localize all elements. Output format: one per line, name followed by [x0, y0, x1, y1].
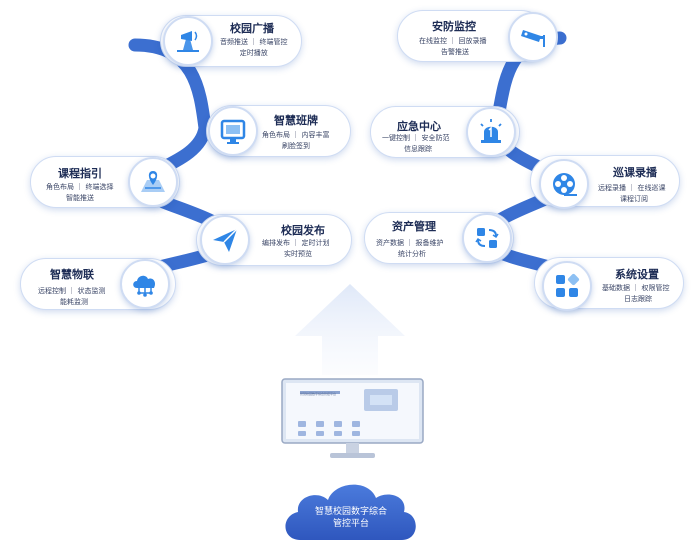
- node-security-monitoring-title: 安防监控: [432, 20, 476, 33]
- node-class-patrol-recording-title: 巡课录播: [613, 166, 657, 179]
- node-smart-iot-desc: 远程控制 ｜ 状态监测 能耗监测: [38, 287, 106, 306]
- node-emergency-center-desc: 一键控制 ｜ 安全防范 信息跟踪: [382, 134, 450, 153]
- node-system-settings-desc: 基础数据 ｜ 权限管控 日志跟踪: [602, 284, 670, 303]
- node-smart-class-board-title: 智慧班牌: [274, 114, 318, 127]
- monitor-screen-icon: [208, 106, 258, 156]
- platform-label-line1: 智慧校园数字综合: [314, 507, 387, 517]
- upward-arrow: [295, 284, 405, 375]
- security-camera-icon: [508, 12, 558, 62]
- monitor-screen-title: 智慧校园数字综合管控平台: [300, 392, 337, 396]
- app-grid-icon: [542, 261, 592, 311]
- node-smart-class-board-desc: 角色布局 ｜ 内容丰富 刷脸签到: [262, 131, 330, 150]
- node-course-guide-desc: 角色布局 ｜ 终端选择 智能推送: [46, 183, 114, 202]
- platform-label: 智慧校园数字综合 管控平台: [296, 506, 406, 530]
- node-asset-management-title: 资产管理: [392, 220, 436, 233]
- node-campus-publish-desc: 编排发布 ｜ 定时计划 实时预览: [262, 239, 330, 258]
- node-campus-publish-title: 校园发布: [281, 224, 325, 237]
- node-security-monitoring-desc: 在线监控 ｜ 回放录播 告警推送: [419, 37, 487, 56]
- platform-monitor: [281, 378, 424, 458]
- node-class-patrol-recording-desc: 远程录播 ｜ 在线巡课 课程订阅: [598, 184, 666, 203]
- platform-label-line2: 管控平台: [332, 519, 369, 529]
- node-system-settings-title: 系统设置: [615, 268, 659, 281]
- film-reel-icon: [539, 159, 589, 209]
- node-course-guide-title: 课程指引: [58, 167, 102, 180]
- map-location-icon: [128, 157, 178, 207]
- alarm-siren-icon: [466, 107, 516, 157]
- node-campus-broadcast-title: 校园广播: [230, 22, 274, 35]
- node-smart-iot-title: 智慧物联: [50, 268, 94, 281]
- paper-plane-icon: [200, 215, 250, 265]
- broadcast-speaker-icon: [163, 16, 213, 66]
- node-emergency-center-title: 应急中心: [397, 120, 441, 133]
- node-asset-management-desc: 资产数据 ｜ 报备维护 统计分析: [376, 239, 444, 258]
- refresh-grid-icon: [462, 213, 512, 263]
- node-campus-broadcast-desc: 音频推送 ｜ 终端管控 定时播放: [220, 38, 288, 57]
- cloud-shape: [285, 484, 416, 540]
- cloud-network-icon: [120, 259, 170, 309]
